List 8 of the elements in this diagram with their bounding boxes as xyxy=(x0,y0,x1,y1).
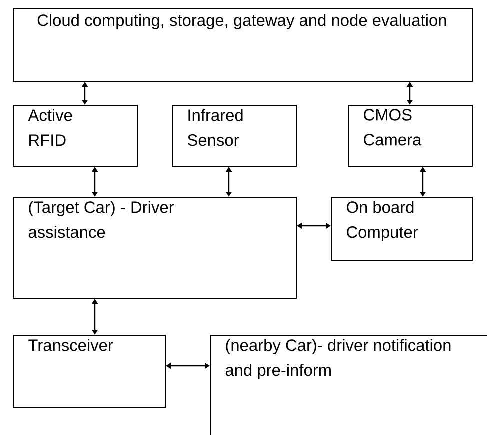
process-box: Cloud computing, storage, gateway and node evaluation xyxy=(13,8,473,82)
process-box: Transceiver xyxy=(13,335,166,408)
process-box: CMOS Camera xyxy=(348,105,473,167)
process-box: (nearby Car)- driver notification and pre-inform xyxy=(210,335,487,435)
process-box: Active RFID xyxy=(13,105,138,167)
process-box: Infrared Sensor xyxy=(172,105,297,167)
process-box: On board Computer xyxy=(331,197,473,261)
process-box: (Target Car) - Driver assistance xyxy=(13,197,297,299)
